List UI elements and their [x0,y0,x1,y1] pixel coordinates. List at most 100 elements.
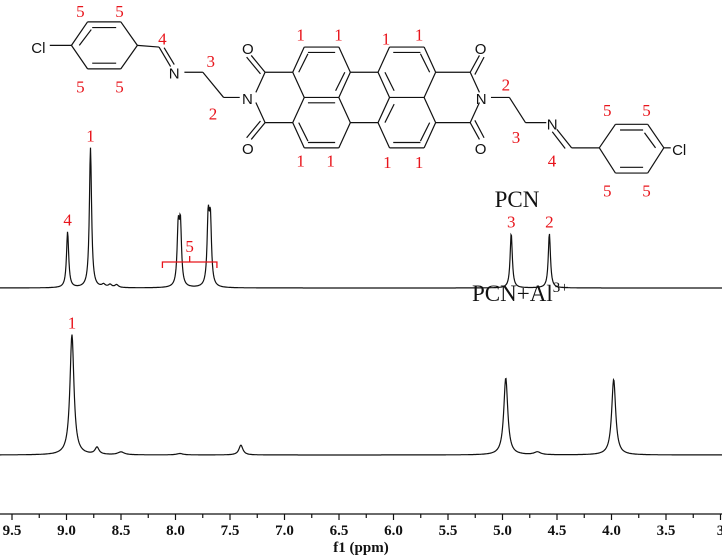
bond [339,97,351,122]
bond [251,55,265,72]
label-h5: 5 [603,182,612,201]
label-h5: 5 [642,101,651,120]
bond [470,102,479,122]
label-h5: 5 [642,182,651,201]
bond [293,47,305,72]
label-h1: 1 [326,151,335,170]
x-tick-label: 9.0 [57,523,76,539]
bond [378,123,390,148]
atom-o-4: O [475,141,487,158]
series-label-pcn: PCN [495,187,540,212]
bond [71,22,87,46]
atom-n-imide-right: N [476,91,487,108]
peak-labels: 4 1 3 2 1 [63,127,553,333]
label-h1: 1 [383,153,392,172]
bond [648,148,664,173]
label-h1: 1 [415,25,424,44]
bond [557,129,572,147]
peak-label: 2 [545,212,554,231]
structure-texts: Cl N N O O O O N N Cl 5 5 5 5 4 3 2 1 1 [31,2,686,201]
bond [470,72,479,92]
bond [599,124,615,148]
x-tick-label: 3.5 [657,523,676,539]
bond [648,124,664,148]
x-tick-label: 7.0 [275,523,294,539]
x-tick-label: 9.5 [3,523,22,539]
label-h5: 5 [76,2,85,21]
bond [293,72,305,97]
bond [509,97,525,122]
bond [251,123,265,140]
bond [339,123,351,148]
bond [339,72,351,97]
bond [79,30,91,46]
series-label-sup: 3+ [553,280,569,296]
bond [470,55,479,72]
atom-n-imide-left: N [242,91,253,108]
atom-cl-left: Cl [31,40,45,57]
label-h1: 1 [296,151,305,170]
x-tick-label: 6.5 [330,523,349,539]
spectrum-line-pcn-al [0,334,722,456]
bond [378,72,390,97]
bond [159,47,171,66]
label-h4: 4 [158,30,167,49]
label-h1: 1 [382,30,391,49]
x-tick-label: 5.5 [439,523,458,539]
bond [256,72,265,92]
bond [164,48,174,65]
x-tick-label: 5.0 [493,523,512,539]
bond [299,54,308,72]
spectrum-line-pcn [0,147,722,289]
label-h1: 1 [334,25,343,44]
peak-label: 3 [507,212,516,231]
label-h3: 3 [207,52,216,71]
bond [552,132,565,149]
proton-labels: 5 5 5 5 4 3 2 1 1 1 1 1 1 1 1 2 3 4 5 5 [76,2,651,201]
bond [424,47,436,72]
label-h5: 5 [115,77,124,96]
group-bracket-h5 [161,256,218,268]
x-tick-label: 4.5 [548,523,567,539]
bond [424,72,436,97]
bond [293,123,305,148]
bond [378,97,390,122]
structure-atoms: Cl N N O O O O N N Cl [31,40,686,159]
label-h1: 1 [415,153,424,172]
x-tick-label: 8.0 [166,523,185,539]
bond [293,97,305,122]
peak-label: 1 [86,127,95,146]
atom-o-2: O [242,141,254,158]
bond [378,47,390,72]
x-tick-label: 6.0 [384,523,403,539]
bond [121,22,138,46]
label-h1: 1 [296,25,305,44]
series-label-pcn-al: PCN+Al3+ [472,280,569,306]
label-h4: 4 [548,151,557,170]
bond [644,133,655,148]
bond [424,123,436,148]
bond [385,104,394,122]
x-axis-label: f1 (ppm) [333,540,388,556]
bond [475,57,484,74]
atom-n-imine-left: N [169,66,180,83]
peak-label: 4 [63,211,72,230]
bond [420,123,429,141]
bond [339,47,351,72]
bond [599,148,615,173]
bond [256,102,265,122]
peak-label: 1 [68,314,77,333]
x-tick-label: 3 [717,523,722,539]
label-h3: 3 [512,128,521,147]
chemical-structure: Cl N N O O O O N N Cl 5 5 5 5 4 3 2 1 1 [31,2,686,201]
bond [137,45,159,47]
bond [475,120,484,137]
x-tick-label: 4.0 [602,523,621,539]
label-h5: 5 [603,101,612,120]
bond [247,121,261,138]
bond [203,72,224,97]
atom-o-3: O [475,41,487,58]
bond [470,123,479,140]
